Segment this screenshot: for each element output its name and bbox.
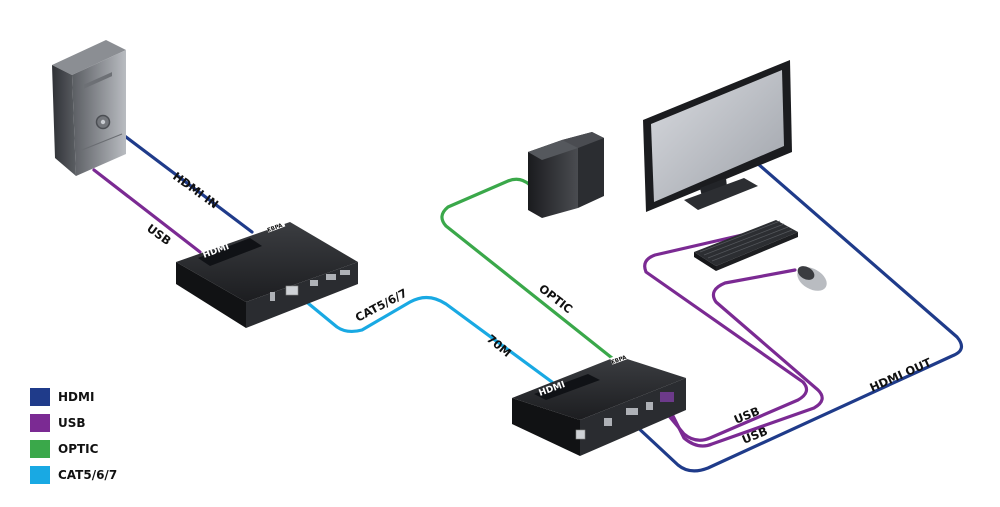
hdmi-in-label: HDMI IN	[170, 169, 221, 211]
mouse	[797, 266, 827, 291]
legend-swatch-optic	[30, 440, 50, 458]
legend: HDMI USB OPTIC CAT5/6/7	[30, 388, 190, 492]
usb-keyboard-cable	[643, 233, 809, 442]
legend-item-hdmi: HDMI	[30, 388, 190, 414]
legend-item-cat: CAT5/6/7	[30, 466, 190, 492]
optic-cable	[440, 177, 614, 360]
receiver-device: HDMI EBPA	[512, 351, 686, 456]
usb-tx-cable	[92, 168, 202, 254]
keyboard	[694, 220, 798, 271]
legend-label-optic: OPTIC	[58, 442, 99, 456]
transmitter-device: HDMI EBPA	[176, 219, 358, 328]
monitor	[643, 60, 792, 212]
receiver-brand-logo: EBPA	[611, 355, 629, 366]
hdmi-out-cable	[632, 161, 964, 473]
legend-swatch-cat	[30, 466, 50, 484]
usb-mouse-cable	[666, 268, 824, 448]
distance-label: 70M	[484, 332, 514, 360]
cat-cable	[290, 288, 554, 384]
legend-label-hdmi: HDMI	[58, 390, 95, 404]
legend-swatch-hdmi	[30, 388, 50, 406]
transmitter-brand-logo: EBPA	[267, 223, 285, 234]
legend-swatch-usb	[30, 414, 50, 432]
legend-item-usb: USB	[30, 414, 190, 440]
cables	[92, 132, 964, 473]
legend-label-cat: CAT5/6/7	[58, 468, 118, 482]
legend-item-optic: OPTIC	[30, 440, 190, 466]
hdmi-in-cable	[120, 132, 254, 234]
speakers	[528, 132, 604, 218]
legend-label-usb: USB	[58, 416, 86, 430]
usb-tx-label: USB	[144, 221, 174, 248]
optic-label: OPTIC	[536, 281, 575, 316]
pc-tower	[52, 40, 126, 176]
hdmi-out-label: HDMI OUT	[868, 355, 934, 395]
